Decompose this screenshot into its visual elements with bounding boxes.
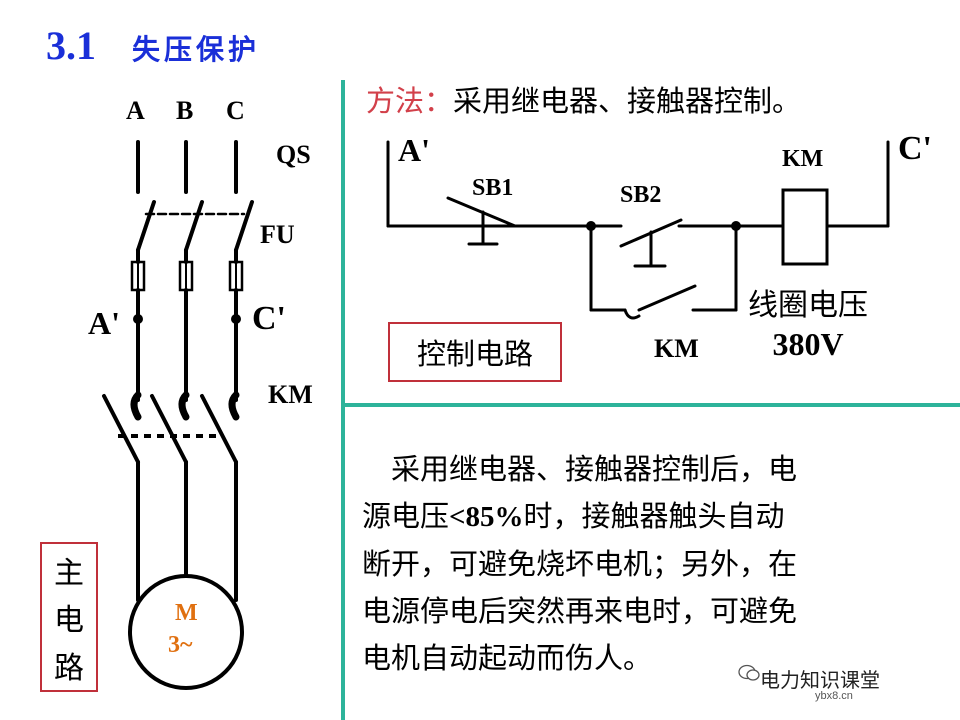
main-node-c-label: C'	[252, 300, 286, 337]
control-circuit-label-box: 控制电路	[388, 322, 562, 382]
section-title: 失压保护	[132, 33, 261, 66]
description-line-5: 电机自动起动而伤人。	[362, 641, 653, 675]
description-paragraph: 采用继电器、接触器控制后，电 源电压<85%时，接触器触头自动 断开，可避免烧坏…	[362, 446, 942, 682]
watermark-sub: ybx8.cn	[815, 690, 853, 702]
sb2-label: SB2	[620, 182, 662, 208]
section-number: 3.1	[46, 23, 96, 68]
main-circuit-char-3: 路	[54, 650, 84, 686]
control-circuit-label: 控制电路	[416, 337, 533, 371]
method-text: 采用继电器、接触器控制。	[453, 84, 802, 118]
qs-label: QS	[276, 140, 311, 169]
method-prefix: 方法：	[366, 84, 454, 118]
watermark-text: 电力知识课堂	[760, 668, 880, 692]
junction-dot-left	[586, 221, 596, 231]
main-circuit-diagram	[102, 140, 254, 690]
description-line-2-bold: <85%	[449, 501, 524, 533]
junction-dot-right	[731, 221, 741, 231]
km-coil-label: KM	[782, 146, 824, 172]
description-line-4: 电源停电后突然再来电时，可避免	[362, 594, 798, 628]
node-c-dot	[231, 314, 241, 324]
motor-phase-label: 3~	[168, 632, 193, 658]
control-circuit-diagram	[386, 140, 890, 320]
main-node-a-label: A'	[88, 305, 120, 341]
phase-label-c: C	[226, 96, 245, 125]
method-line: 方法：采用继电器、接触器控制。	[366, 78, 801, 120]
main-circuit-label-box: 主 电 路	[40, 542, 98, 692]
phase-label-b: B	[176, 96, 194, 125]
description-line-1: 采用继电器、接触器控制后，电	[391, 452, 798, 486]
phase-label-a: A	[126, 96, 145, 125]
description-line-2-post: 时，接触器触头自动	[523, 499, 785, 533]
main-km-label: KM	[268, 380, 313, 409]
description-line-2: 源电压<85%时，接触器触头自动	[362, 493, 942, 541]
node-a-dot	[133, 314, 143, 324]
description-line-3: 断开，可避免烧坏电机；另外，在	[362, 547, 798, 581]
description-line-2-pre: 源电压	[362, 499, 450, 533]
coil-voltage-value: 380V	[772, 326, 844, 362]
main-circuit-char-2: 电	[54, 603, 84, 638]
motor-label: M	[175, 600, 198, 626]
km-coil-box	[781, 188, 829, 266]
ctrl-node-c-label: C'	[898, 130, 932, 167]
coil-voltage: 线圈电压 380V	[748, 280, 868, 363]
km-contact-label: KM	[654, 334, 699, 363]
ctrl-node-a-label: A'	[398, 132, 430, 168]
coil-voltage-text: 线圈电压	[748, 288, 868, 323]
main-circuit-char-1: 主	[54, 555, 84, 591]
wechat-logo-icon	[738, 664, 760, 681]
fu-label: FU	[260, 220, 295, 249]
sb1-label: SB1	[472, 175, 514, 201]
motor-circle	[128, 574, 244, 690]
